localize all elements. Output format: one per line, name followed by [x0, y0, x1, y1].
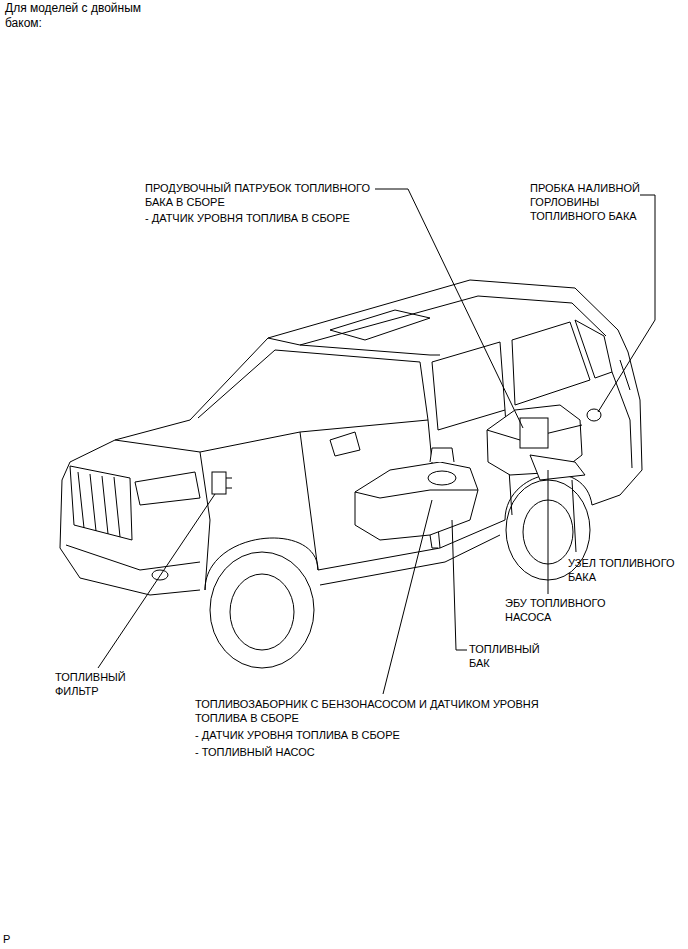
fuel-tanks: [212, 405, 601, 548]
part-label: ЭБУ ТОПЛИВНОГО НАСОСА: [505, 596, 615, 624]
part-label: - ТОПЛИВНЫЙ НАСОС: [195, 745, 395, 759]
part-label: УЗЕЛ ТОПЛИВНОГО БАКА: [568, 556, 683, 584]
part-label: ТОПЛИВНЫЙ БАК: [469, 642, 549, 670]
part-label: ТОПЛИВОЗАБОРНИК С БЕНЗОНАСОСОМ И ДАТЧИКО…: [195, 697, 557, 725]
leader-lines: [98, 189, 655, 694]
part-label: ТОПЛИВНЫЙ ФИЛЬТР: [55, 670, 135, 698]
car-body: [60, 280, 642, 595]
page-marker: P: [3, 932, 23, 946]
part-label: - ДАТЧИК УРОВНЯ ТОПЛИВА В СБОРЕ: [145, 211, 385, 225]
part-label: ПРОДУВОЧНЫЙ ПАТРУБОК ТОПЛИВНОГО БАКА В С…: [145, 181, 380, 209]
page-title: Для моделей с двойным баком:: [5, 1, 170, 31]
part-label: - ДАТЧИК УРОВНЯ ТОПЛИВА В СБОРЕ: [195, 728, 455, 742]
part-label: ПРОБКА НАЛИВНОЙ ГОРЛОВИНЫ ТОПЛИВНОГО БАК…: [530, 181, 648, 223]
